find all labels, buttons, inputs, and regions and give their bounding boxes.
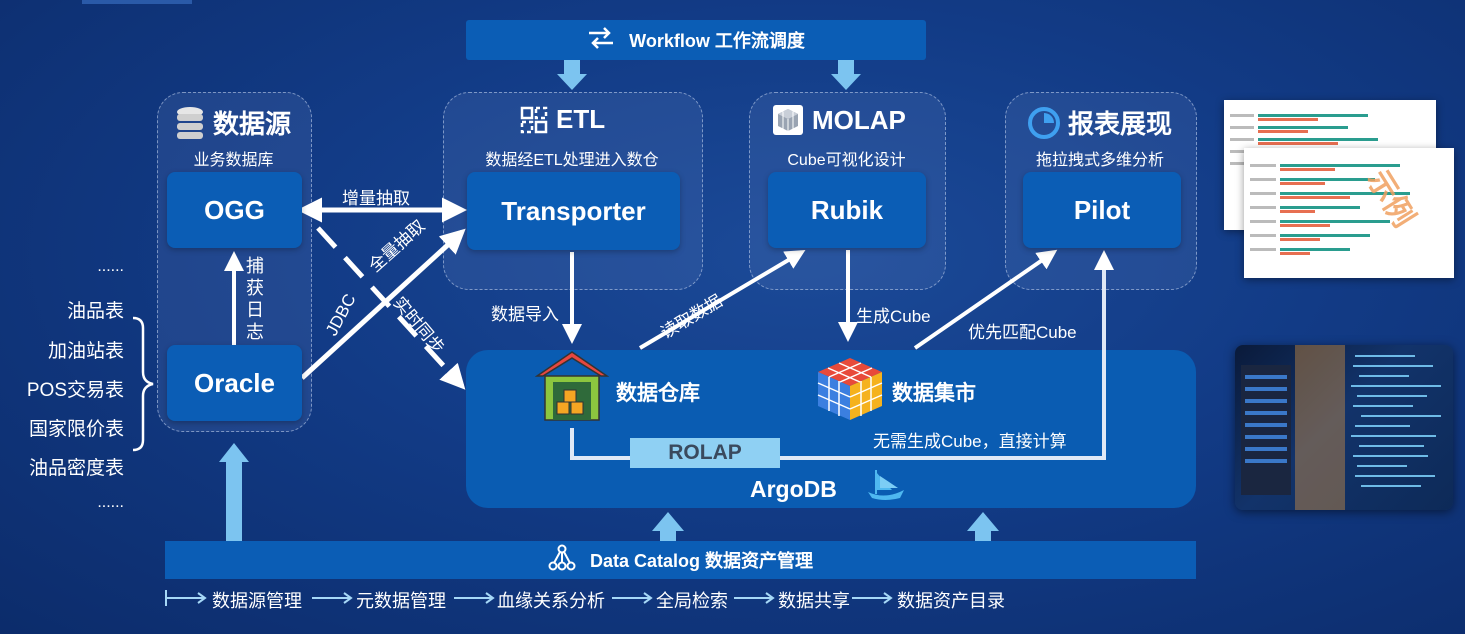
source-item-oil-density: 油品密度表 — [28, 458, 124, 479]
transporter-node[interactable]: Transporter — [467, 172, 680, 250]
import-label: 数据导入 — [491, 305, 559, 324]
capture-log-label: 捕获日志 — [246, 256, 264, 342]
report-gauge-icon — [1028, 106, 1060, 139]
report-title-text: 报表展现 — [1068, 109, 1173, 139]
molap-subtitle: Cube可视化设计 — [787, 152, 906, 169]
rolap-badge: ROLAP — [630, 438, 780, 468]
step-lineage-analysis: 血缘关系分析 — [497, 591, 605, 611]
source-item-gas-stations: 加油站表 — [47, 341, 124, 362]
catalog-label: Data Catalog 数据资产管理 — [589, 551, 814, 571]
etl-title: ETL — [520, 104, 605, 135]
database-icon — [177, 106, 203, 139]
source-item-price-limit: 国家限价表 — [28, 419, 124, 440]
molap-title: MOLAP — [772, 104, 906, 136]
step-asset-catalog: 数据资产目录 — [897, 591, 1005, 611]
gen-cube-label: 生成Cube — [856, 307, 931, 326]
warehouse-label: 数据仓库 — [616, 382, 700, 405]
rolap-label: ROLAP — [668, 441, 742, 464]
source-item-pos-trans: POS交易表 — [26, 380, 124, 401]
report-title: 报表展现 — [1028, 104, 1172, 141]
step-metadata-mgmt: 元数据管理 — [356, 591, 446, 611]
warehouse-icon — [534, 350, 610, 427]
source-item-oil-products: 油品表 — [66, 301, 124, 322]
mart-label: 数据集市 — [892, 382, 976, 405]
shuffle-icon — [587, 26, 615, 54]
catalog-bar[interactable]: Data Catalog 数据资产管理 — [165, 541, 1196, 579]
datasource-subtitle: 业务数据库 — [193, 152, 274, 169]
corner-decoration — [82, 0, 192, 4]
no-cube-label: 无需生成Cube，直接计算 — [873, 432, 1067, 451]
server-room-image — [1235, 345, 1453, 510]
report-subtitle: 拖拉拽式多维分析 — [1035, 152, 1164, 169]
argodb-name: ArgoDB — [750, 476, 837, 502]
report-sample-image-front — [1244, 148, 1454, 278]
network-icon — [548, 544, 576, 577]
ogg-node[interactable]: OGG — [167, 172, 302, 248]
step-data-sharing: 数据共享 — [778, 591, 850, 611]
etl-icon — [520, 106, 548, 133]
source-item-ellipsis-top: ...... — [97, 258, 124, 275]
source-item-ellipsis-bottom: ...... — [97, 494, 124, 511]
molap-title-text: MOLAP — [812, 104, 906, 135]
incremental-label: 增量抽取 — [342, 189, 410, 208]
etl-title-text: ETL — [556, 104, 606, 134]
workflow-bar[interactable]: Workflow 工作流调度 — [466, 20, 926, 60]
step-global-search: 全局检索 — [656, 591, 728, 611]
workflow-label: Workflow 工作流调度 — [629, 31, 805, 51]
datasource-title-text: 数据源 — [213, 109, 292, 139]
oracle-node[interactable]: Oracle — [167, 345, 302, 421]
molap-cube-icon — [773, 105, 803, 135]
rubik-node[interactable]: Rubik — [768, 172, 926, 248]
datasource-title: 数据源 — [175, 104, 291, 141]
ship-icon — [862, 468, 908, 507]
rubik-cube-icon — [814, 356, 886, 427]
etl-subtitle: 数据经ETL处理进入数仓 — [485, 152, 659, 169]
match-cube-label: 优先匹配Cube — [968, 323, 1077, 342]
pilot-node[interactable]: Pilot — [1023, 172, 1181, 248]
step-datasource-mgmt: 数据源管理 — [212, 591, 302, 611]
